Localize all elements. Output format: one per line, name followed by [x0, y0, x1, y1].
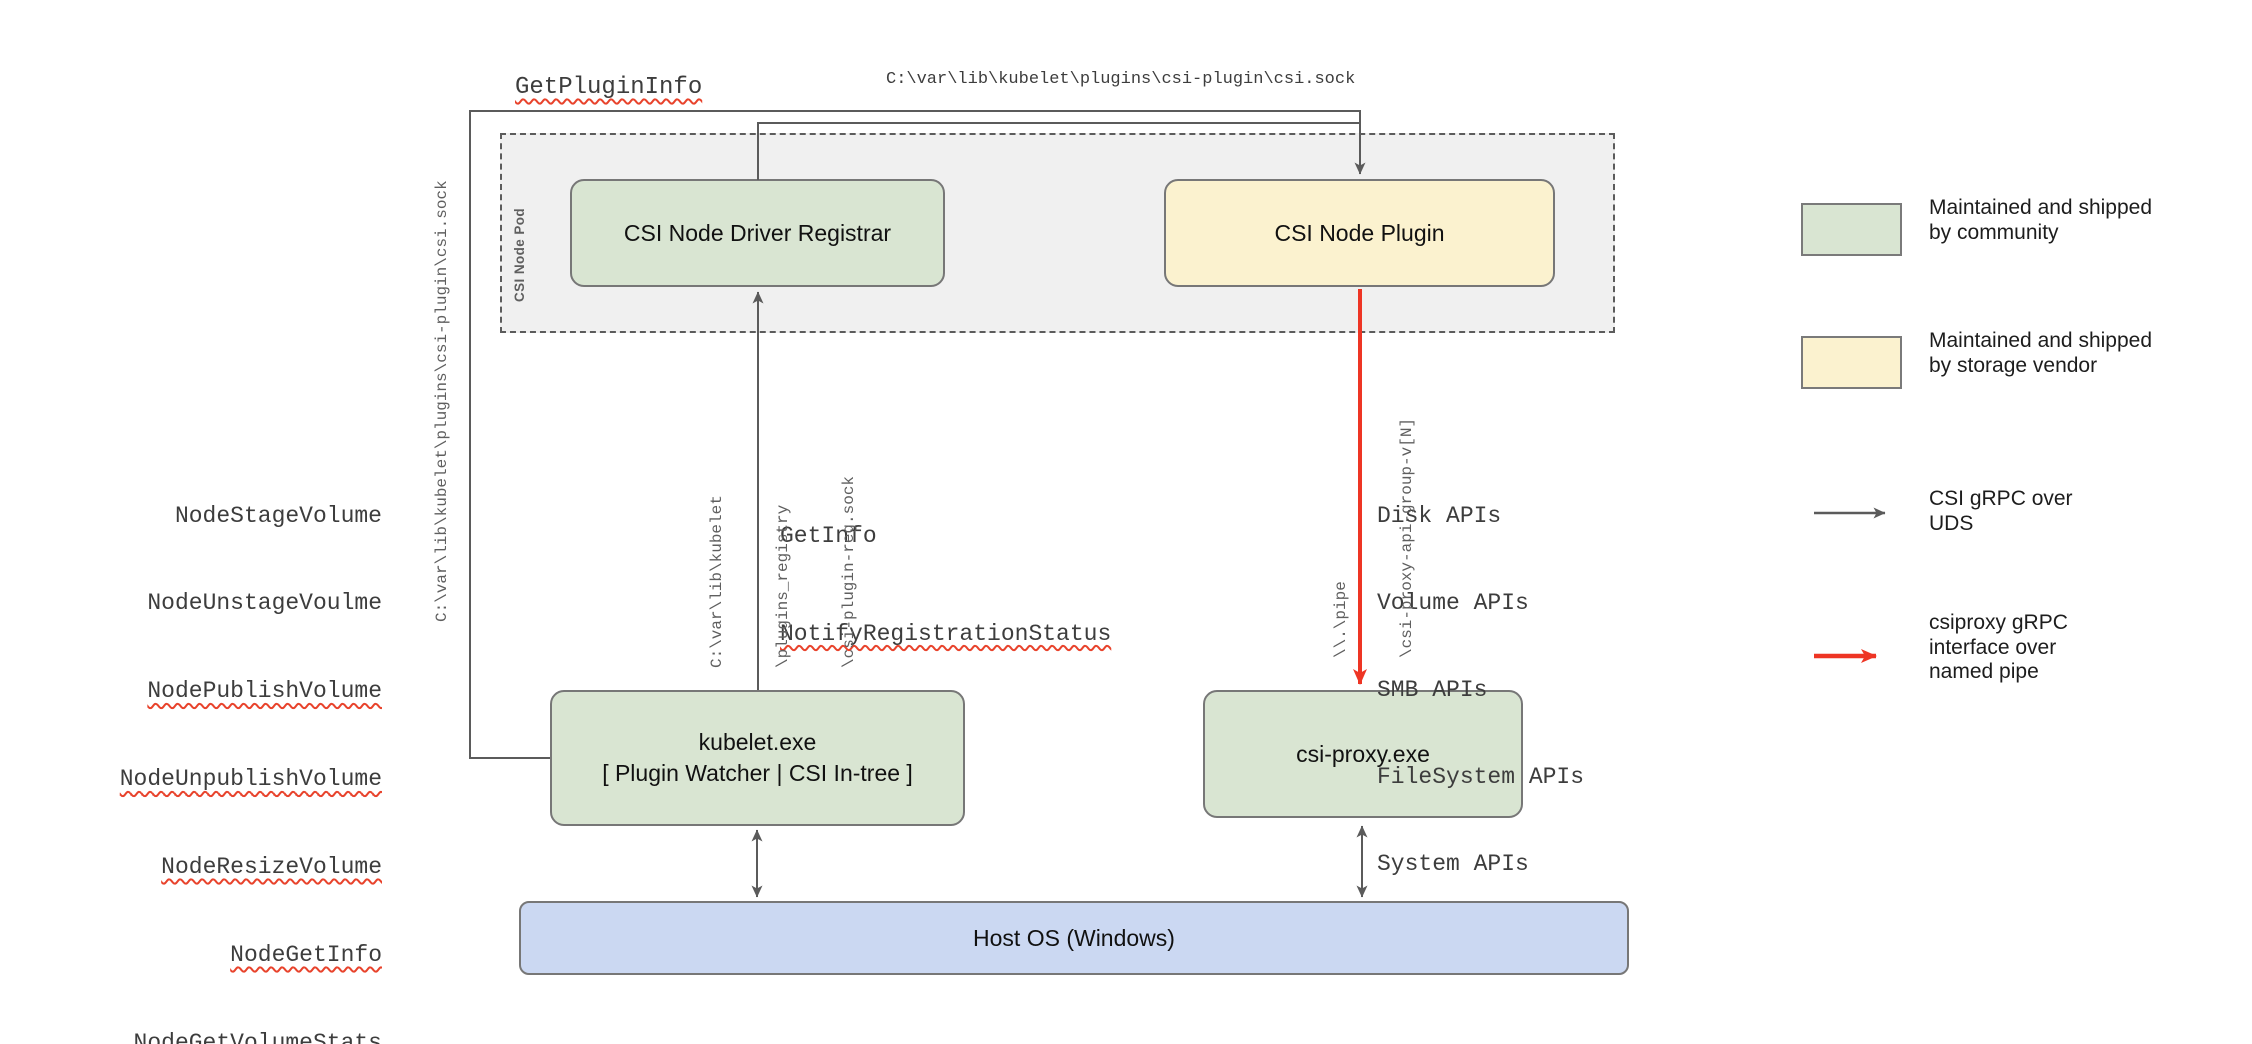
api-item: System APIs — [1377, 851, 1529, 877]
csi-sock-path-label: C:\var\lib\kubelet\plugins\csi-plugin\cs… — [886, 70, 1356, 89]
legend-vendor-text: Maintained and shipped by storage vendor — [1929, 329, 2153, 377]
host-os-box: Host OS (Windows) — [519, 901, 1629, 975]
csi-proxy-api-list: Disk APIs Volume APIs SMB APIs FileSyste… — [1377, 444, 1584, 937]
node-call-item: NodeUnpublishVolume — [119, 766, 382, 793]
legend-community-swatch — [1801, 203, 1902, 256]
kubelet-line2: [ Plugin Watcher | CSI In-tree ] — [602, 760, 913, 786]
csi-node-driver-registrar-label: CSI Node Driver Registrar — [623, 219, 892, 246]
node-rpc-call-list: NodeStageVolume NodeUnstageVoulme NodePu… — [80, 443, 382, 1044]
legend-community-text: Maintained and shipped by community — [1929, 196, 2153, 244]
csi-node-pod-label: CSI Node Pod — [512, 207, 527, 302]
csi-node-plugin-label: CSI Node Plugin — [1274, 219, 1445, 246]
legend-vendor-swatch — [1801, 336, 1902, 389]
node-call-item: NodeGetVolumeStats — [133, 1029, 382, 1044]
api-item: FileSystem APIs — [1377, 764, 1585, 790]
node-call-item: NodePublishVolume — [147, 678, 382, 705]
csi-node-driver-registrar-box: CSI Node Driver Registrar — [570, 179, 945, 287]
named-pipe-vertical-label: \\.\pipe \csi-proxy-api-group-v[N] — [1332, 417, 1416, 658]
csi-node-plugin-box: CSI Node Plugin — [1164, 179, 1555, 287]
csi-sock-path-vertical-label: C:\var\lib\kubelet\plugins\csi-plugin\cs… — [433, 180, 451, 622]
node-call-item: NodeGetInfo — [230, 942, 382, 969]
kubelet-line1: kubelet.exe — [698, 729, 817, 755]
legend-pipe-text: csiproxy gRPC interface over named pipe — [1929, 611, 2068, 683]
kubelet-label: kubelet.exe [ Plugin Watcher | CSI In-tr… — [602, 727, 913, 789]
host-os-label: Host OS (Windows) — [973, 924, 1175, 951]
plugin-reg-sock-vertical-label: C:\var\lib\kubelet \plugins_registry \cs… — [708, 475, 858, 668]
api-item: Volume APIs — [1377, 590, 1529, 616]
node-call-item: NodeResizeVolume — [161, 854, 382, 881]
api-item: SMB APIs — [1377, 677, 1488, 703]
legend-uds-text: CSI gRPC over UDS — [1929, 487, 2073, 535]
node-call-item: NodeUnstageVoulme — [147, 590, 382, 617]
node-call-item: NodeStageVolume — [174, 502, 382, 529]
get-plugin-info-label: GetPluginInfo — [515, 74, 703, 101]
api-item: Disk APIs — [1377, 503, 1502, 529]
